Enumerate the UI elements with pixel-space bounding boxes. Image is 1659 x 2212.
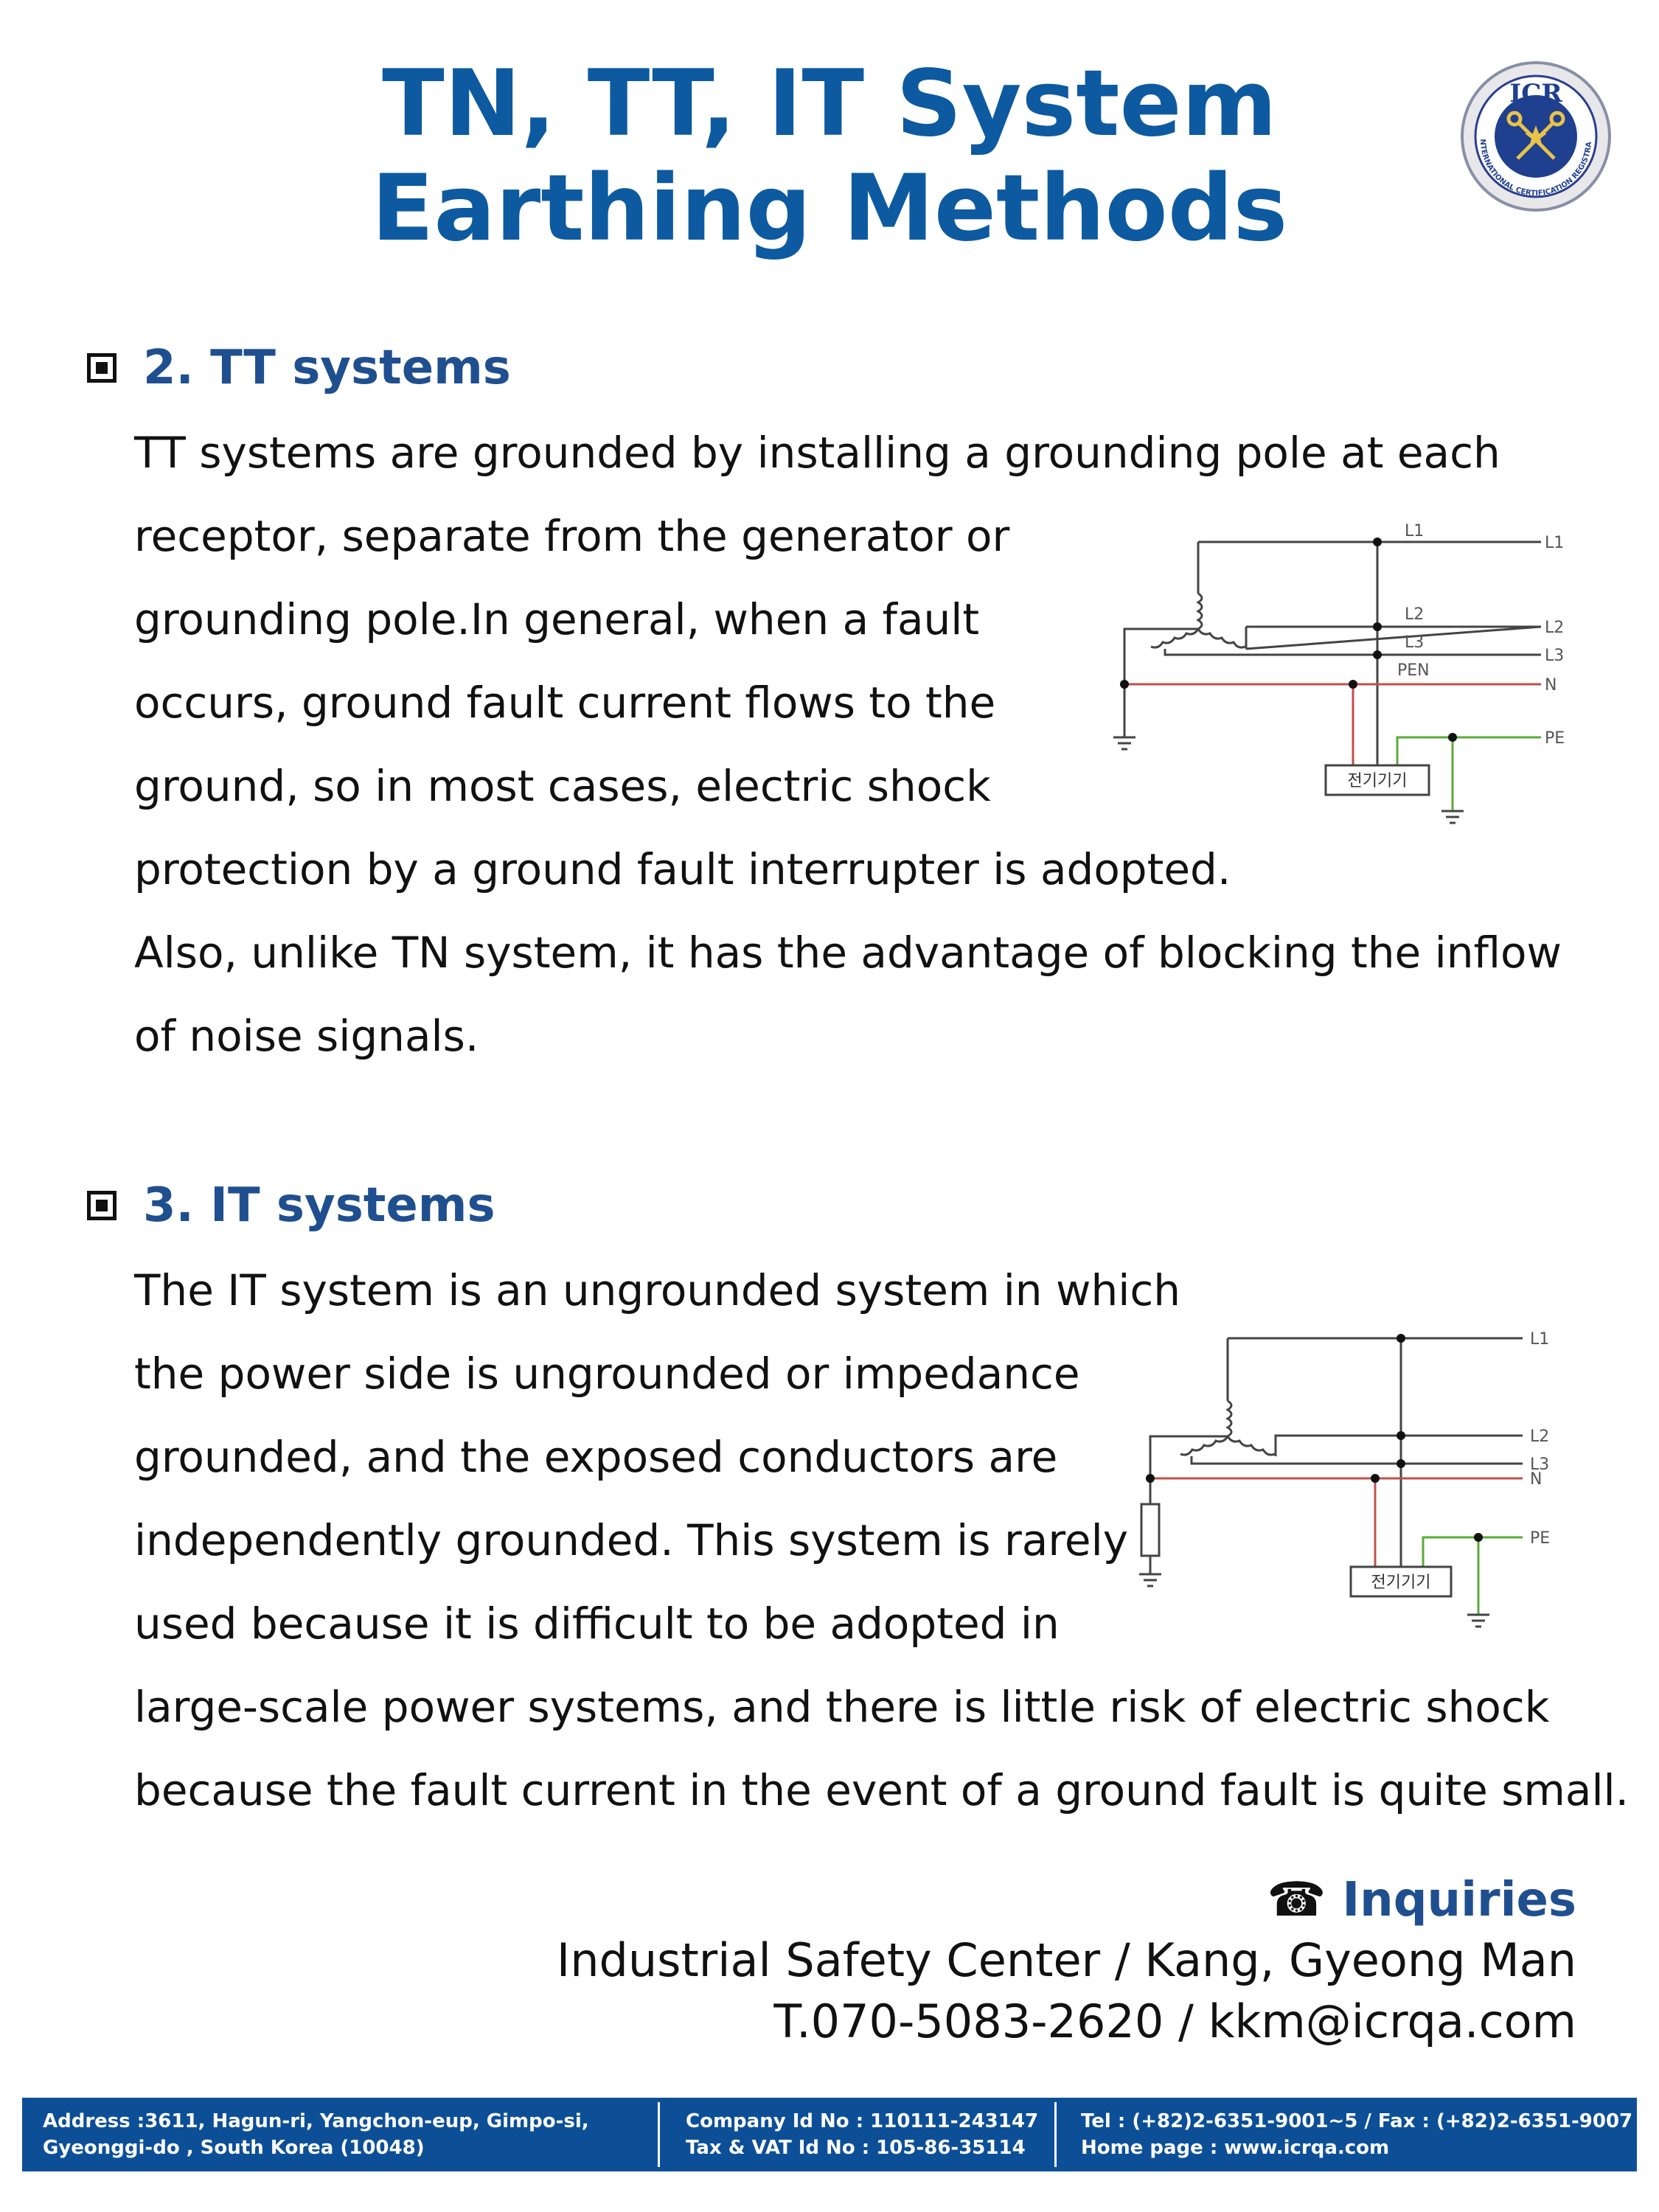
it-line: independently grounded. This system is r… [134,1515,1129,1565]
tt-line: protection by a ground fault interrupter… [134,844,1231,894]
tt-heading-text: 2. TT systems [143,341,511,395]
it-right-l3: L3 [1530,1455,1549,1474]
square-bullet-icon [87,1191,116,1220]
footer-tax-id: Tax & VAT Id No : 105-86-35114 [686,2137,1026,2159]
it-right-n: N [1530,1470,1542,1489]
tt-line: receptor, separate from the generator or [134,511,1010,561]
tt-right-l2: L2 [1545,619,1564,637]
it-system-diagram: 전기기기 L1 L2 L3 N PE [1139,1330,1550,1628]
tt-label-l1: L1 [1405,522,1424,540]
tt-right-pe: PE [1545,729,1565,748]
title-line-2: Earthing Methods [371,156,1288,262]
footer-divider [1054,2102,1057,2167]
tt-line: occurs, ground fault current flows to th… [134,678,996,728]
tt-line: Also, unlike TN system, it has the advan… [134,928,1562,978]
it-right-pe: PE [1530,1529,1550,1548]
tt-right-n: N [1545,676,1557,695]
tt-device-label: 전기기기 [1348,772,1408,790]
tt-label-l2: L2 [1405,605,1424,624]
tt-system-diagram: 전기기기 L1 L2 L3 PEN L1 L2 L3 N PE [1113,522,1565,824]
title-line-1: TN, TT, IT System [382,51,1277,157]
it-line: The IT system is an ungrounded system in… [134,1265,1180,1315]
tt-line: grounding pole.In general, when a fault [134,594,980,644]
icr-logo: ICR INTERNATIONAL CERTIFICATION REGISTRA… [1458,59,1611,212]
ground-symbol-icon [1139,1573,1489,1628]
it-line: grounded, and the exposed conductors are [134,1432,1058,1482]
it-line: because the fault current in the event o… [134,1765,1630,1815]
footer-bar: Address :3611, Hagun-ri, Yangchon-eup, G… [22,2098,1637,2171]
footer-address-line-1: Address :3611, Hagun-ri, Yangchon-eup, G… [43,2110,589,2132]
footer-company-id: Company Id No : 110111-243147 [686,2110,1039,2132]
it-right-l2: L2 [1530,1427,1549,1446]
it-line: the power side is ungrounded or impedanc… [134,1349,1080,1399]
tt-line: of noise signals. [134,1011,479,1061]
footer-company: Company Id No : 110111-243147 Tax & VAT … [686,2098,1038,2171]
footer-tel-fax: Tel : (+82)2-6351-9001~5 / Fax : (+82)2-… [1081,2110,1633,2132]
it-right-l1: L1 [1530,1330,1549,1349]
it-line: used because it is difficult to be adopt… [134,1599,1060,1649]
ground-symbol-icon [1113,736,1464,824]
tt-line: ground, so in most cases, electric shock [134,761,991,811]
it-heading: 3. IT systems [87,1178,495,1233]
footer-divider [658,2102,660,2167]
tt-heading: 2. TT systems [87,341,511,395]
tt-label-pen: PEN [1397,661,1430,680]
phone-icon: ☎ [1267,1873,1326,1927]
footer-address-line-2: Gyeonggi-do , South Korea (10048) [43,2137,425,2159]
footer-homepage: Home page : www.icrqa.com [1081,2137,1390,2159]
square-bullet-icon [87,353,116,383]
inquiries-phone-email: T.070-5083-2620 / kkm@icrqa.com [773,1994,1576,2048]
page-title: TN, TT, IT System Earthing Methods [0,52,1659,261]
tt-label-l3: L3 [1405,633,1424,652]
tt-right-l3: L3 [1545,647,1564,665]
footer-address: Address :3611, Hagun-ri, Yangchon-eup, G… [43,2098,589,2171]
inquiries-label: Inquiries [1342,1873,1576,1927]
tt-right-l1: L1 [1545,534,1564,552]
logo-text: ICR [1509,79,1562,108]
it-line: large-scale power systems, and there is … [134,1682,1550,1732]
inquiries-title: ☎ Inquiries [1267,1873,1576,1927]
inquiries-contact: Industrial Safety Center / Kang, Gyeong … [556,1933,1576,1987]
it-device-label: 전기기기 [1371,1573,1431,1592]
footer-contact: Tel : (+82)2-6351-9001~5 / Fax : (+82)2-… [1081,2098,1632,2171]
tt-line: TT systems are grounded by installing a … [134,428,1500,478]
star-icon [1525,125,1547,147]
it-heading-text: 3. IT systems [143,1178,495,1233]
